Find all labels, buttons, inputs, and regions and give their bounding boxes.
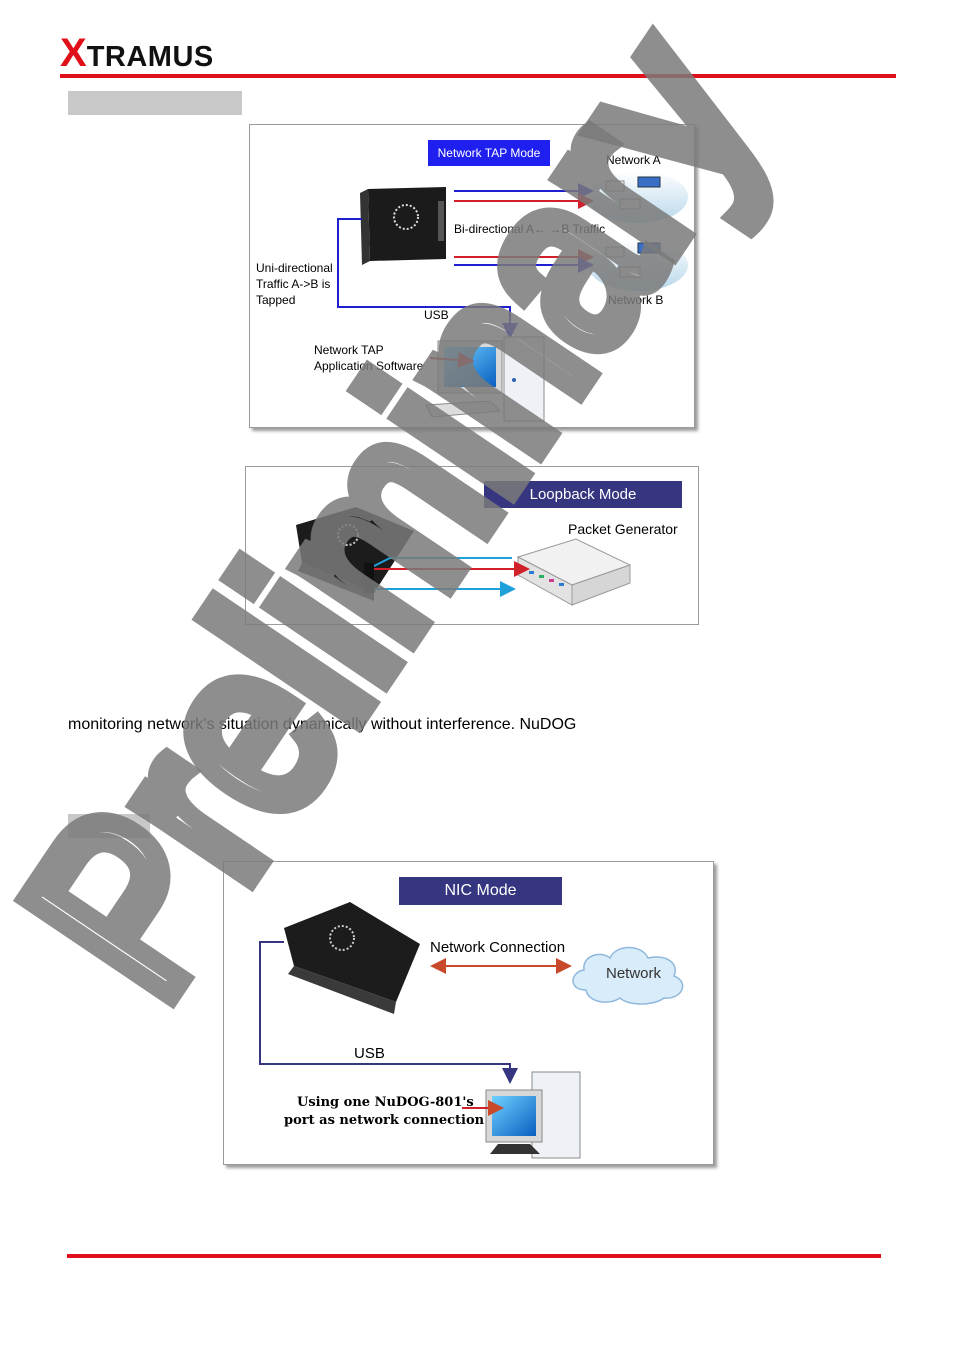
unidirectional-label-line3: Tapped [256, 293, 296, 307]
tap-mode-diagram [337, 171, 688, 422]
nic-mode-diagram [259, 902, 684, 1159]
packet-generator-icon [516, 538, 632, 606]
computer-icon [425, 336, 545, 422]
network-label: Network [606, 965, 662, 982]
software-pointer-arrow [429, 352, 474, 368]
tap-mode-figure: Network TAP Mode Network A Bi-directiona… [249, 124, 695, 428]
section-heading-bar [68, 91, 242, 115]
network-cloud-icon [572, 946, 684, 1005]
caption-line1: Using one NuDOG-801's [297, 1095, 474, 1110]
network-a-label: Network A [606, 153, 661, 167]
bidirectional-traffic-label: Bi-directional A← →B Traffic [454, 222, 606, 236]
nudog-device-icon [296, 507, 414, 601]
body-paragraph: monitoring network’s situation dynamical… [68, 716, 577, 733]
loopback-mode-diagram [296, 507, 632, 606]
usb-label: USB [424, 308, 449, 322]
loopback-mode-title: Loopback Mode [529, 486, 637, 503]
nic-mode-figure: NIC Mode Network Connection Network USB … [223, 861, 714, 1165]
nic-mode-label-box: NIC Mode [399, 877, 562, 905]
section-heading-bar [68, 814, 150, 838]
tap-mode-title: Network TAP Mode [437, 146, 541, 160]
usb-label: USB [354, 1045, 385, 1062]
footer-rule [67, 1254, 881, 1258]
network-b-cloud-icon [588, 239, 688, 291]
computer-icon [485, 1071, 581, 1159]
header-rule [60, 74, 896, 78]
unidirectional-label-line1: Uni-directional [256, 261, 333, 275]
usb-connection-line [259, 941, 518, 1084]
unidirectional-label-line2: Traffic A->B is [256, 277, 331, 291]
software-label-line2: Application Software [314, 359, 424, 373]
network-b-label: Network B [608, 293, 664, 307]
loopback-mode-label-box: Loopback Mode [484, 481, 682, 508]
network-connection-label: Network Connection [430, 939, 566, 956]
loopback-mode-figure: Loopback Mode Packet Generator [245, 466, 699, 625]
nic-mode-title: NIC Mode [444, 882, 517, 899]
software-label-line1: Network TAP [314, 343, 384, 357]
tap-mode-label-box: Network TAP Mode [428, 140, 550, 166]
caption-line2: port as network connection [284, 1113, 485, 1128]
logo-x: X [60, 31, 87, 75]
nudog-device-icon [284, 902, 420, 1014]
nudog-device-icon [360, 187, 446, 265]
network-a-cloud-icon [588, 171, 688, 223]
packet-generator-label: Packet Generator [568, 521, 678, 537]
logo-text: TRAMUS [86, 41, 214, 73]
usb-connection-line [337, 218, 518, 339]
